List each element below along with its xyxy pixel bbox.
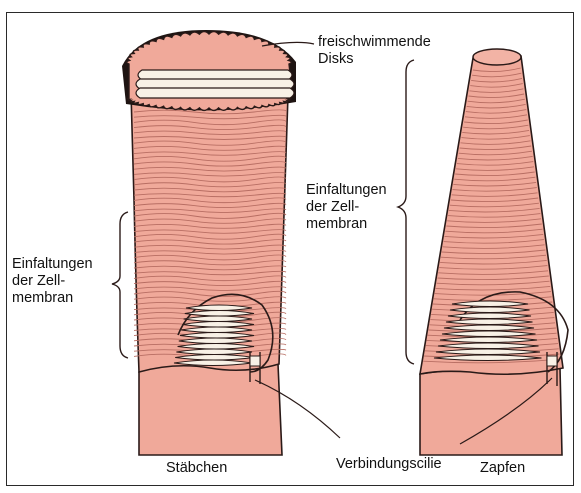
rod-folds-label: Einfaltungen der Zell- membran <box>12 256 93 307</box>
connecting-cilium-label: Verbindungscilie <box>336 456 442 473</box>
cone-tip <box>473 49 521 65</box>
cone-folds-label-line2: der Zell- <box>306 199 387 216</box>
free-discs-label-line1: freischwimmende <box>318 34 431 51</box>
cone-cell <box>420 49 568 455</box>
cone-folds-bracket <box>398 60 414 364</box>
rod-folds-label-line1: Einfaltungen <box>12 256 93 273</box>
cone-folds-label-line3: membran <box>306 216 387 233</box>
cone-folds-label: Einfaltungen der Zell- membran <box>306 182 387 233</box>
free-discs-label: freischwimmende Disks <box>318 34 431 68</box>
rod-folds-label-line3: membran <box>12 290 93 307</box>
rod-folds-bracket <box>112 212 128 358</box>
rod-cell <box>122 30 296 455</box>
free-floating-disks <box>136 70 294 98</box>
rod-label: Stäbchen <box>166 460 227 477</box>
free-discs-label-line2: Disks <box>318 51 431 68</box>
cone-folds-label-line1: Einfaltungen <box>306 182 387 199</box>
cone-inner-segment <box>420 368 562 455</box>
cone-label: Zapfen <box>480 460 525 477</box>
rod-basal-discs <box>174 305 254 366</box>
rod-folds-label-line2: der Zell- <box>12 273 93 290</box>
